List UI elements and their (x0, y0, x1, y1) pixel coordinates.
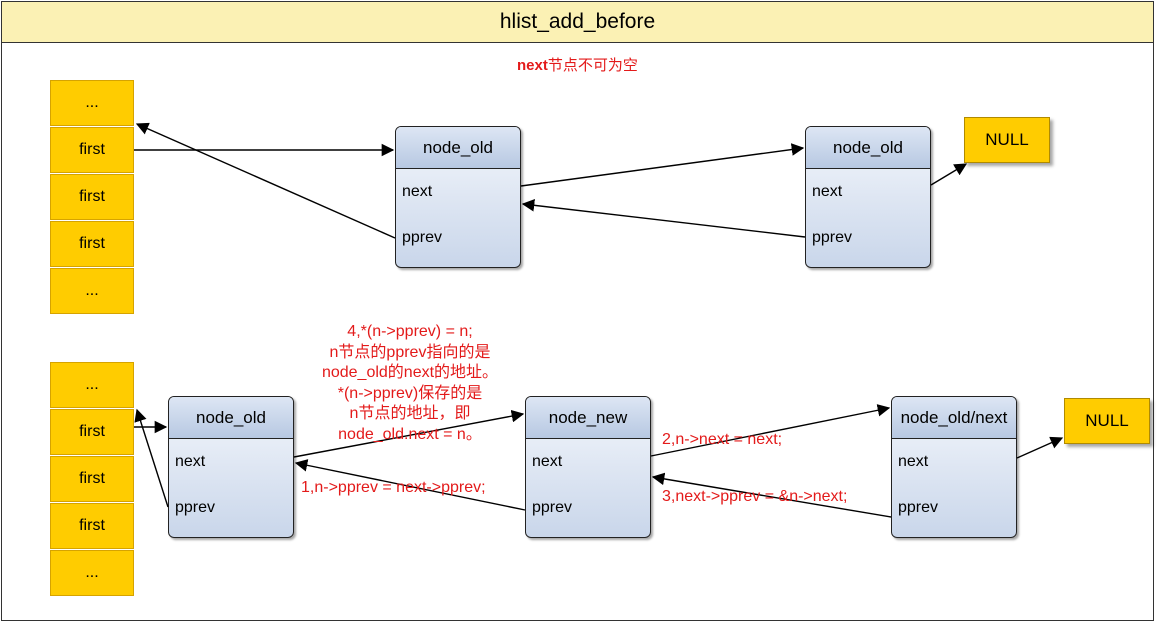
node-pprev-field: pprev (402, 229, 443, 246)
diagram-title: hlist_add_before (1, 1, 1154, 43)
bottom-cell: first (50, 409, 134, 455)
step4-line: n节点的pprev指向的是 (329, 343, 491, 361)
arrow-new-next-to-oldnext (650, 404, 891, 457)
node-next-field: next (402, 183, 433, 200)
step3-label: 3,next->pprev = &n->next; (662, 488, 848, 505)
step1-label: 1,n->pprev = next->pprev; (301, 479, 486, 496)
node-next-field: next (812, 183, 843, 200)
arrow-next-to-node (520, 143, 805, 187)
step4-line: *(n->pprev)保存的是 (337, 384, 483, 402)
arrow-old-pprev-to-first (134, 408, 169, 508)
arrow-oldnext-pprev-to-new (651, 472, 892, 518)
node-title: node_old (806, 127, 930, 169)
node-pprev-field: pprev (175, 499, 216, 516)
node-title: node_old (396, 127, 520, 169)
note: next节点不可为空 (517, 54, 638, 75)
bottom-cell: ... (50, 550, 134, 596)
top-node-old-1: node_old next pprev (395, 126, 521, 268)
arrow-pprev-to-next (521, 199, 806, 238)
connector-arrows (134, 122, 1064, 518)
node-pprev-field: pprev (898, 499, 939, 516)
step2-label: 2,n->next = next; (662, 431, 783, 448)
step4-line: n节点的地址，即 (349, 405, 471, 422)
bottom-cell: first (50, 456, 134, 502)
note-bold: next (517, 57, 548, 74)
top-cell: first (50, 174, 134, 220)
node-pprev-field: pprev (812, 229, 853, 246)
arrow-new-pprev-to-old (294, 459, 526, 511)
step4-line: node_old.next = n。 (338, 425, 482, 443)
top-cell: first (50, 221, 134, 267)
node-pprev-field: pprev (532, 499, 573, 516)
arrow-pprev-to-first (135, 122, 396, 239)
bottom-node-old-next: node_old/next next pprev (891, 396, 1017, 538)
arrow-oldnext-to-null (1016, 436, 1064, 459)
node-next-field: next (175, 453, 206, 470)
node-next-field: next (532, 453, 563, 470)
top-cell: first (50, 127, 134, 173)
step4-description: 4,*(n->pprev) = n; n节点的pprev指向的是 node_ol… (290, 322, 530, 445)
bottom-cell: ... (50, 362, 134, 408)
step4-line: node_old的next的地址。 (321, 364, 499, 381)
bottom-node-new: node_new next pprev (525, 396, 651, 538)
top-node-old-2: node_old next pprev (805, 126, 931, 268)
arrow-next-to-null (930, 163, 968, 186)
arrow-old-next-to-new (293, 409, 525, 458)
bottom-cell: first (50, 503, 134, 549)
top-cell: ... (50, 268, 134, 314)
top-cell: ... (50, 80, 134, 126)
node-title: node_new (526, 397, 650, 439)
note-rest: 节点不可为空 (547, 57, 638, 74)
top-null-box: NULL (964, 117, 1050, 163)
bottom-node-old: node_old next pprev (168, 396, 294, 538)
bottom-null-box: NULL (1064, 398, 1150, 444)
node-title: node_old/next (892, 397, 1016, 439)
step4-line: 4,*(n->pprev) = n; (347, 323, 473, 340)
node-title: node_old (169, 397, 293, 439)
node-next-field: next (898, 453, 929, 470)
